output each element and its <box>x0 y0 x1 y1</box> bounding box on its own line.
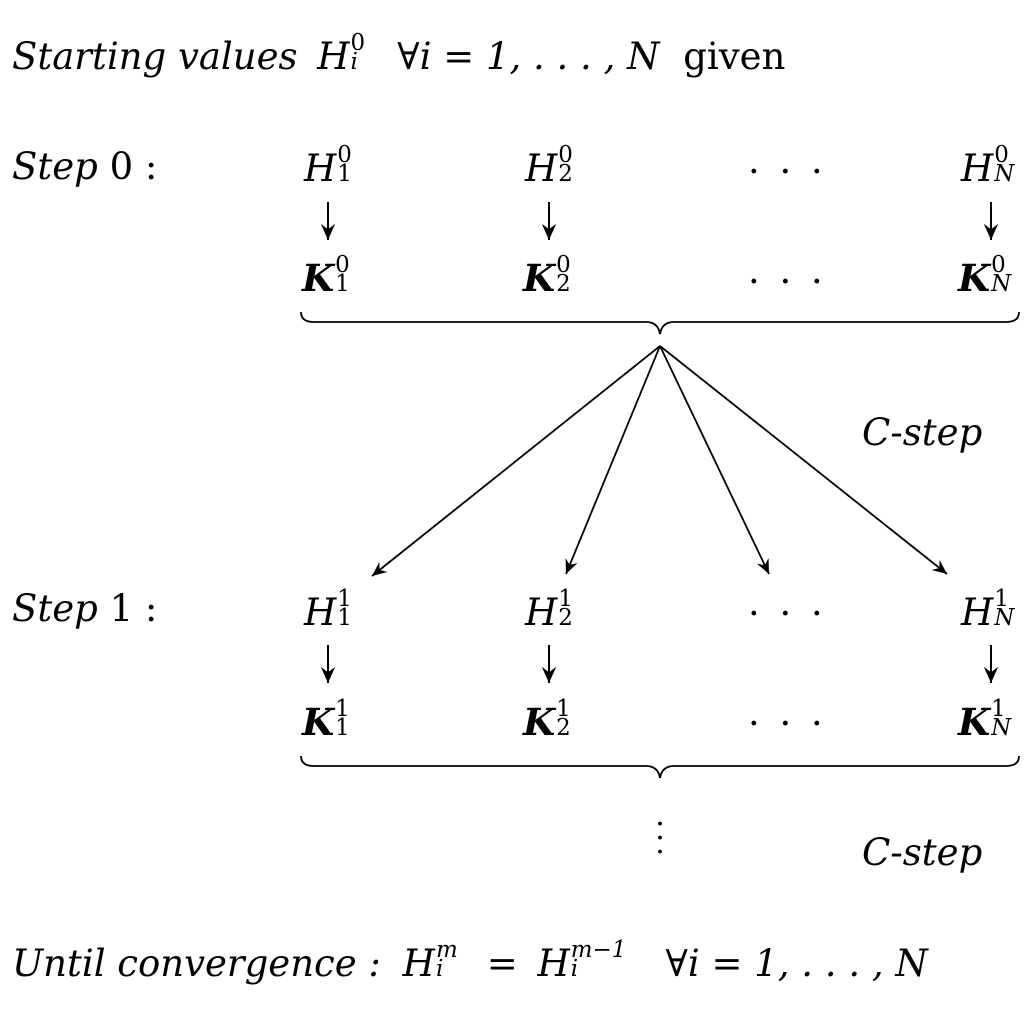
given-label: given <box>683 35 786 78</box>
cstep-arrow-2 <box>565 345 661 575</box>
step0-label: Step 0 : <box>12 145 158 188</box>
forall-range: ∀i = 1, . . . , N <box>397 35 660 78</box>
vertical-ellipsis: ··· <box>655 807 665 870</box>
until-convergence-label: Until convergence : <box>12 942 381 985</box>
brace-step0 <box>300 311 1020 335</box>
step1-k-ellipsis: · · · <box>748 702 827 745</box>
footer-forall-range: ∀i = 1, . . . , N <box>665 942 928 985</box>
cstep-arrow-4 <box>659 345 948 575</box>
step1-h-ellipsis: · · · <box>748 592 827 635</box>
step1-label: Step 1 : <box>12 587 158 630</box>
starting-values-label: Starting values <box>12 35 298 78</box>
step0-h-ellipsis: · · · <box>748 150 827 193</box>
cstep-arrow-3 <box>659 345 770 575</box>
cstep-label-2: C-step <box>862 831 983 874</box>
cstep-arrow-1 <box>371 345 661 577</box>
equals-sign: = <box>486 942 518 985</box>
step0-k-ellipsis: · · · <box>748 260 827 303</box>
brace-step1 <box>300 755 1020 779</box>
cstep-label-1: C-step <box>862 411 983 454</box>
